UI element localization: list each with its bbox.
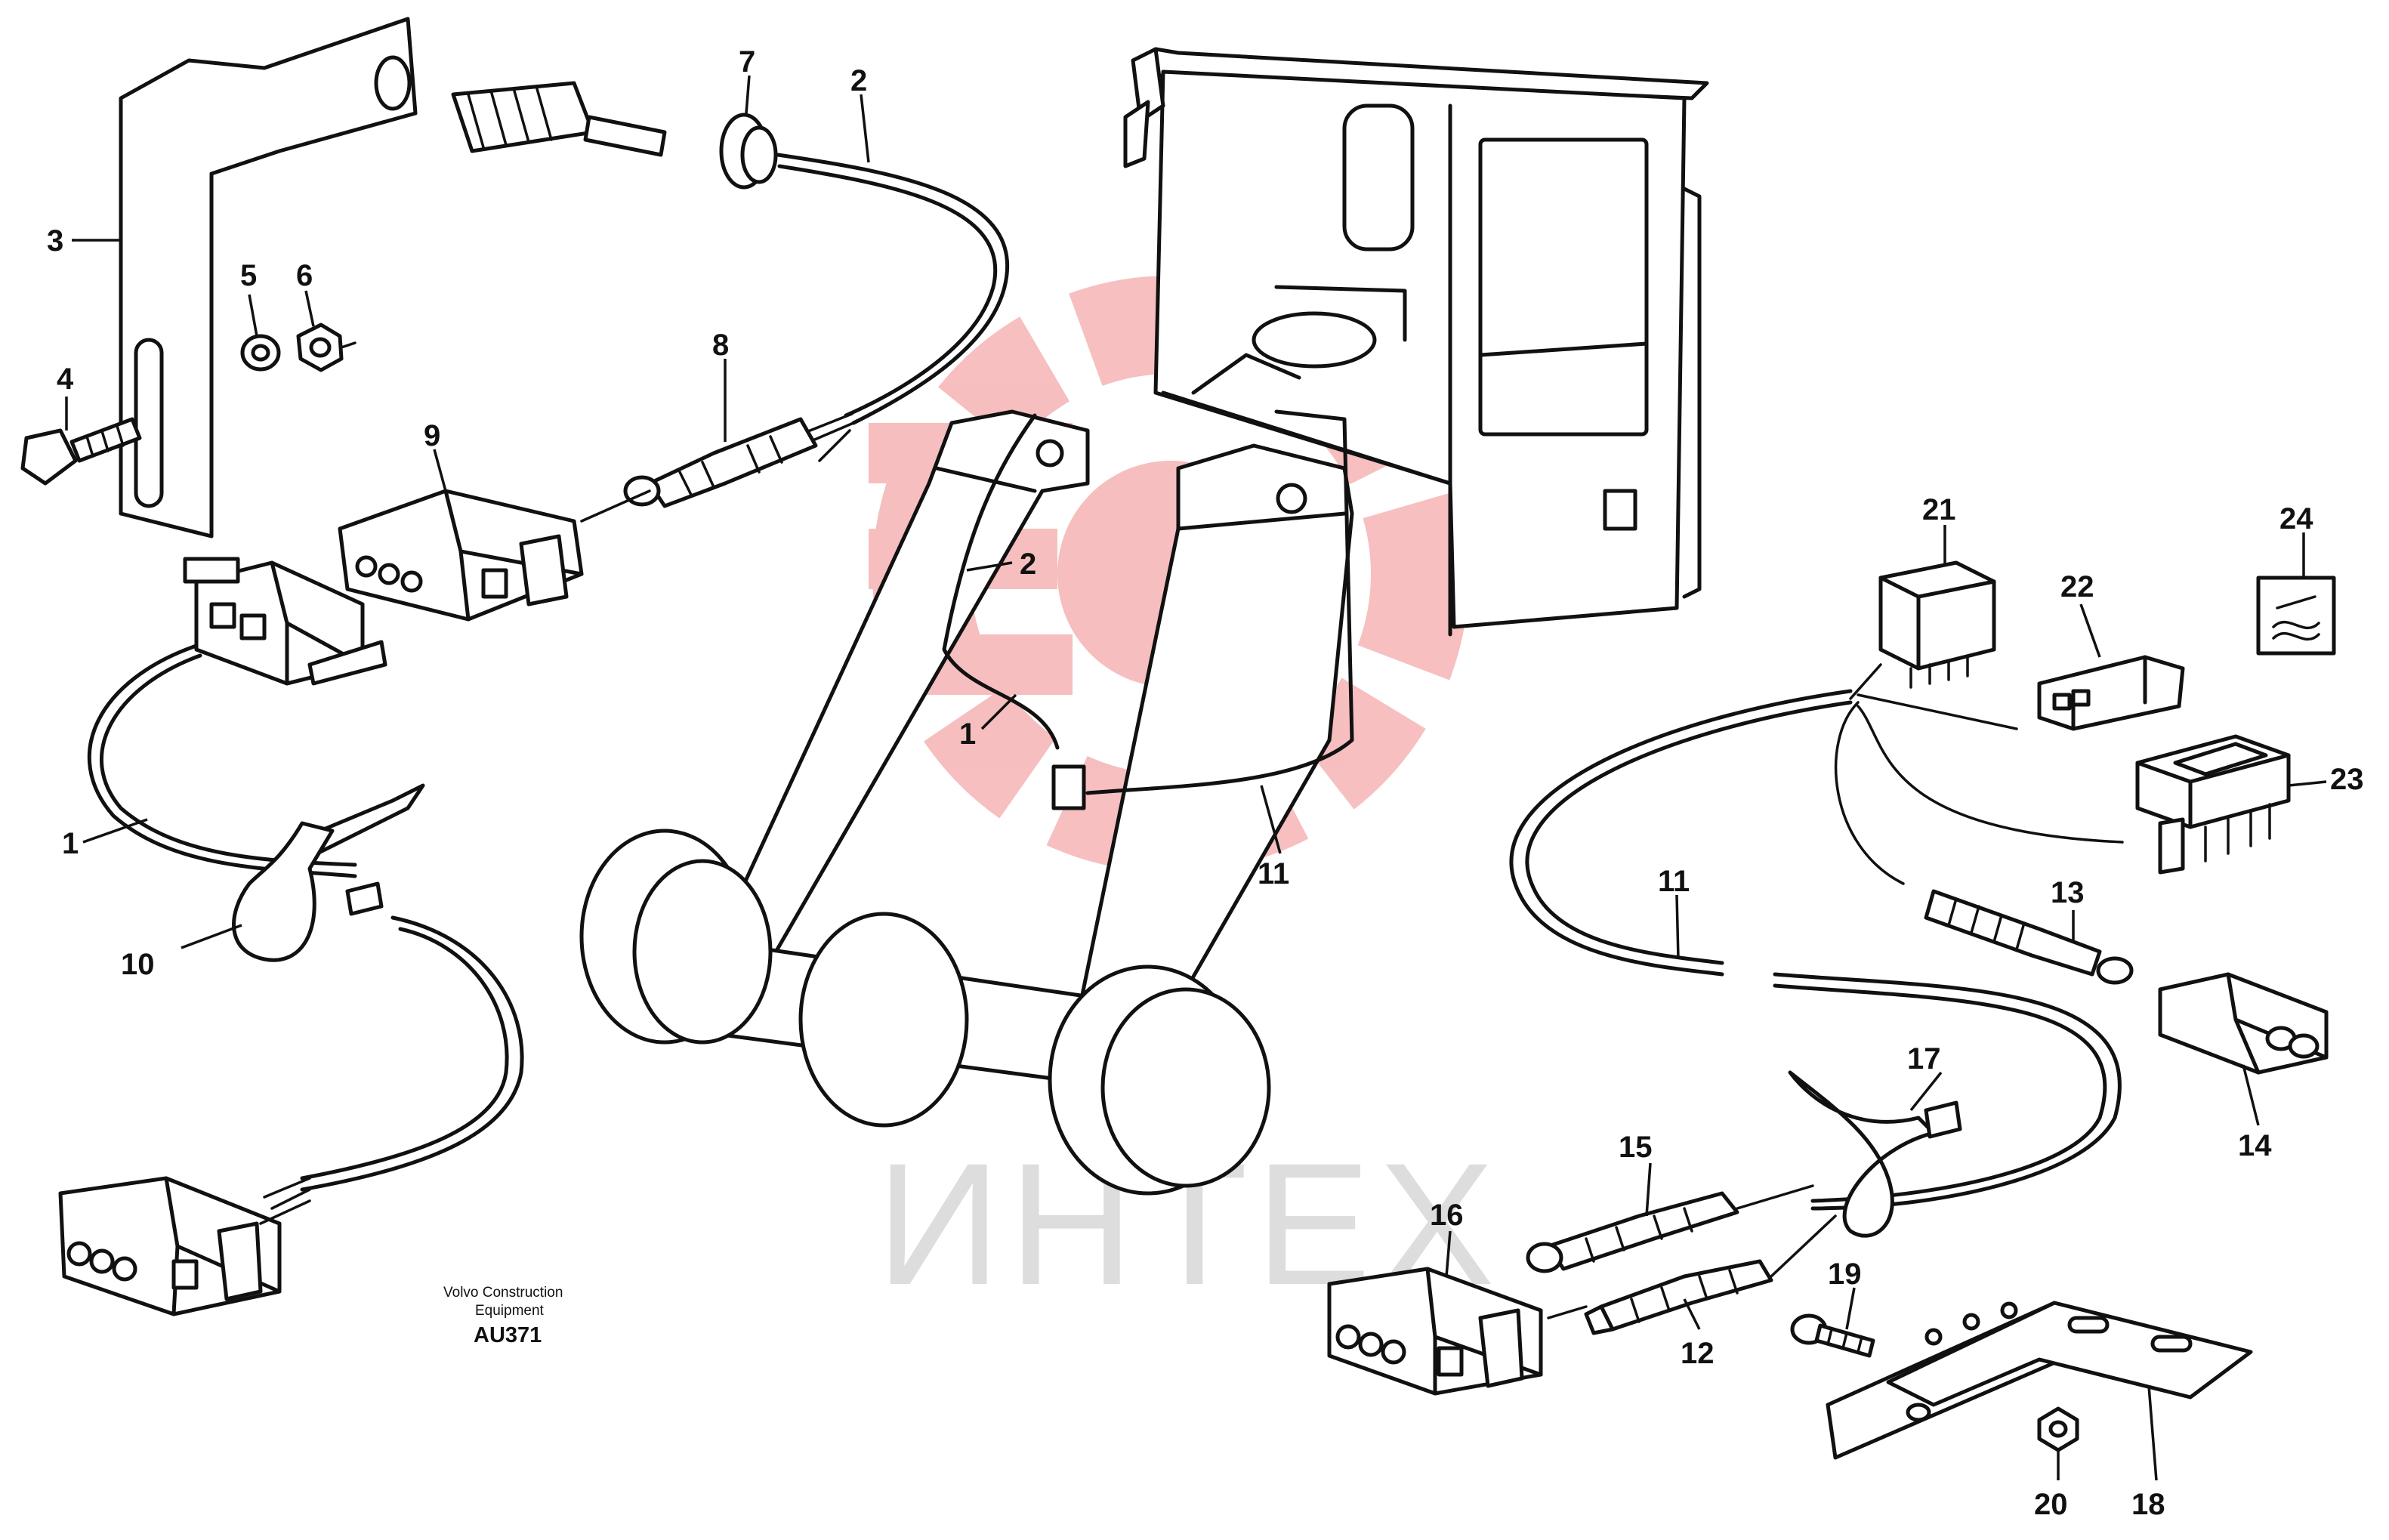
cable-2-top [776,153,1010,425]
credit-line1: Volvo Construction [443,1285,563,1301]
credit-line2: Equipment [475,1303,545,1319]
cable-11-right [1509,689,1853,977]
callout-18: 20 [2034,1488,2068,1521]
callout-11-arm: 11 [1258,857,1289,890]
relay-19 [1878,560,1996,689]
callout-13: 15 [1619,1131,1653,1164]
callout-15: 17 [1907,1042,1941,1076]
credit-block: Volvo Construction Equipment AU371 [443,1285,563,1347]
harness-on-arm [942,409,1354,810]
callout-8: 8 [712,329,729,362]
callout-14: 16 [1430,1199,1464,1232]
screw-17 [1790,1313,1875,1358]
switch-21 [2135,734,2291,875]
callout-19: 21 [1922,493,1956,526]
axle [579,829,1271,1196]
grommet-7 [719,113,778,190]
connector-bottom-left [58,1176,311,1316]
connector-cable1-top [183,557,387,686]
terminal-8 [623,417,818,508]
socket-24 [2158,972,2329,1075]
callout-20: 22 [2060,570,2094,603]
callout-2-arm: 2 [1020,548,1036,581]
connector-14 [1327,1267,1588,1396]
terminal-23 [1924,889,2134,985]
callout-1-arm: 1 [959,718,976,751]
connector-20 [2037,655,2185,731]
callouts: 3 4 5 6 7 2 8 9 1 10 2 1 11 11 17 15 16 … [47,45,2364,1521]
leader-lines [65,75,2327,1481]
callout-6: 6 [296,259,313,292]
callout-22: 24 [2279,502,2313,535]
washer-5 [240,334,281,372]
nut-18 [2037,1406,2079,1452]
cable-tie-15 [1788,1070,1962,1238]
callout-9: 9 [424,419,440,452]
callout-7: 7 [739,45,755,79]
callout-23: 13 [2051,876,2085,909]
credit-code: AU371 [474,1323,542,1347]
callout-3: 3 [47,224,63,258]
bolt-4 [20,417,142,486]
terminal-12 [1584,1214,1837,1335]
callout-17: 19 [1828,1258,1862,1291]
callout-21: 23 [2330,763,2364,796]
callout-1-left: 1 [62,827,79,860]
callout-2-top: 2 [850,64,867,97]
connector-9 [338,489,651,622]
nut-6 [296,323,356,372]
callout-12: 12 [1681,1337,1715,1370]
bracket-16 [1826,1301,2253,1460]
callout-16: 18 [2131,1488,2165,1521]
symbol-22 [2256,576,2336,656]
callout-4: 4 [57,363,74,396]
callout-10: 10 [121,948,155,981]
callout-11-right: 11 [1658,865,1690,898]
sensor-body [451,81,667,157]
cable-tie-10 [232,783,425,962]
loader-arms [700,409,1354,1045]
cab [1123,47,1709,637]
callout-5: 5 [240,259,257,292]
callout-24: 14 [2238,1129,2272,1162]
bracket-3 [119,17,418,539]
terminal-13 [1526,1184,1814,1273]
